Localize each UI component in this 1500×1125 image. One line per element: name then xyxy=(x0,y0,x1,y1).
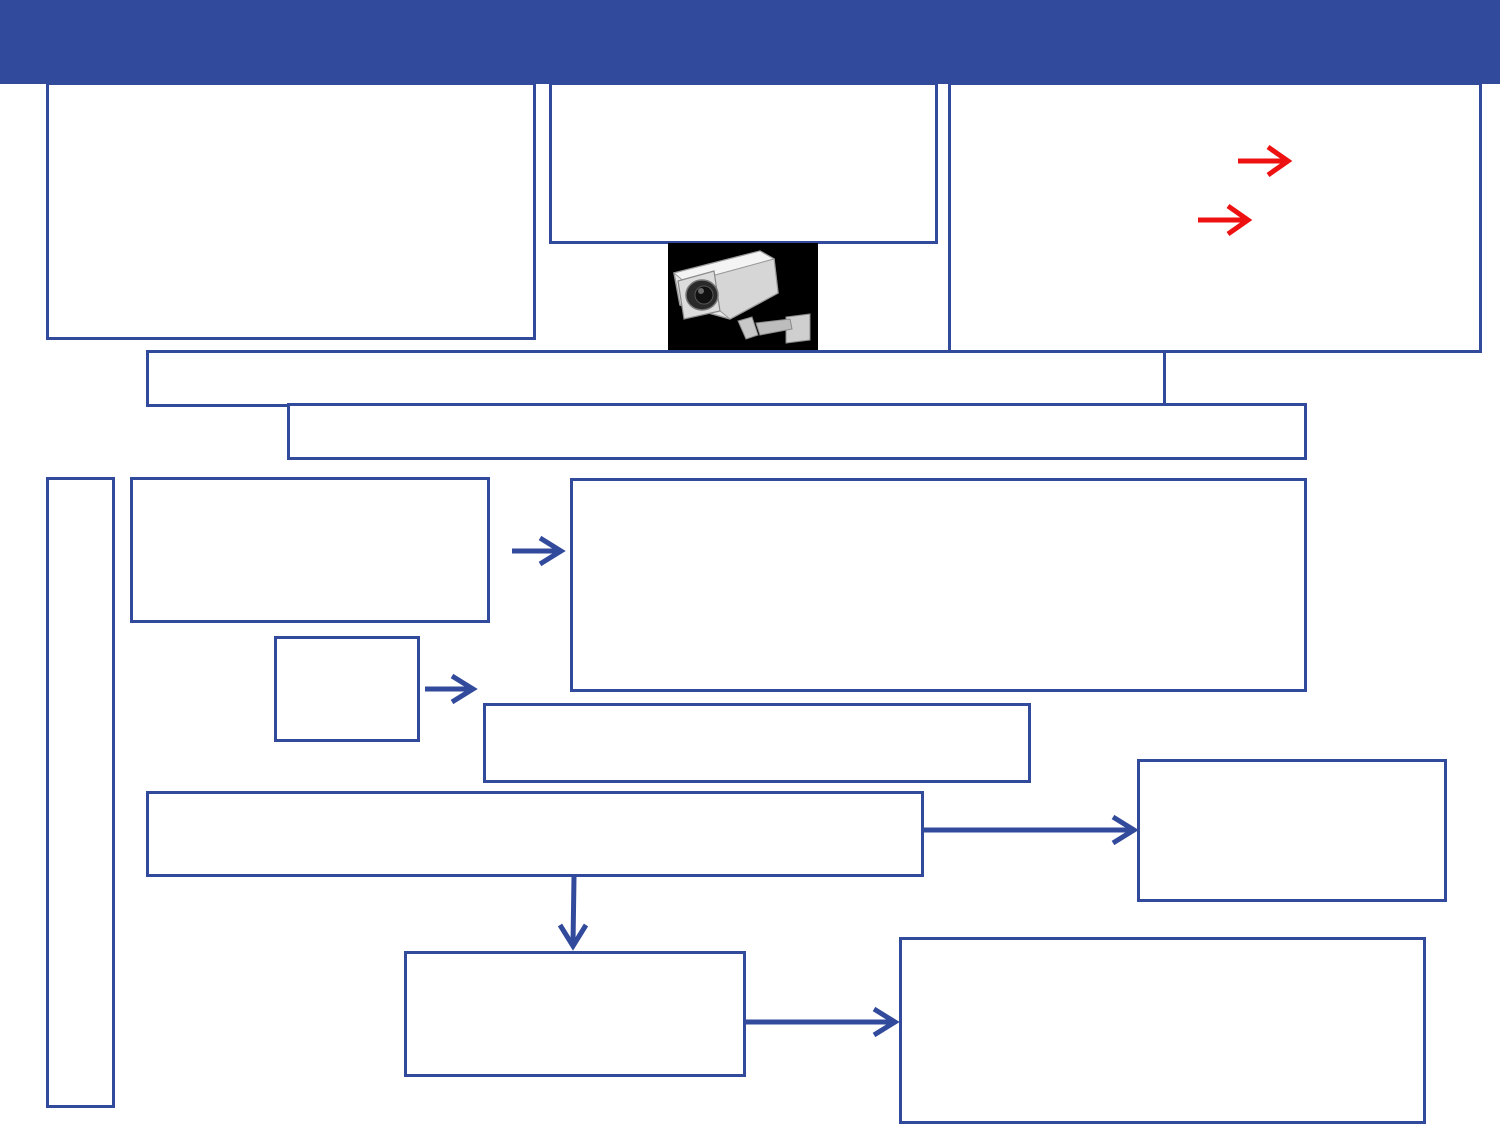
security-camera-image xyxy=(668,243,818,351)
arrow-e-to-f xyxy=(924,814,1139,846)
header-bar xyxy=(0,0,1500,84)
arrow-e-to-g xyxy=(557,876,589,951)
security-camera-icon xyxy=(672,250,811,344)
summary-bar-1 xyxy=(146,350,1166,407)
top-left-panel xyxy=(46,82,536,340)
flow-box-e xyxy=(146,791,924,877)
top-center-panel xyxy=(549,82,938,244)
red-arrow-2 xyxy=(1198,203,1253,237)
flow-box-c xyxy=(274,636,420,742)
arrow-c-to-d xyxy=(425,673,478,705)
flow-box-f xyxy=(1137,759,1447,902)
arrow-g-to-h xyxy=(746,1006,900,1038)
red-arrow-1 xyxy=(1238,144,1293,178)
vertical-sidebar xyxy=(46,477,115,1108)
flow-box-g xyxy=(404,951,746,1077)
flow-box-b xyxy=(570,478,1307,692)
summary-bar-2 xyxy=(287,403,1307,460)
flow-box-a xyxy=(130,477,490,623)
flow-box-h xyxy=(899,937,1426,1124)
flow-box-d xyxy=(483,703,1031,783)
arrow-a-to-b xyxy=(512,535,566,567)
